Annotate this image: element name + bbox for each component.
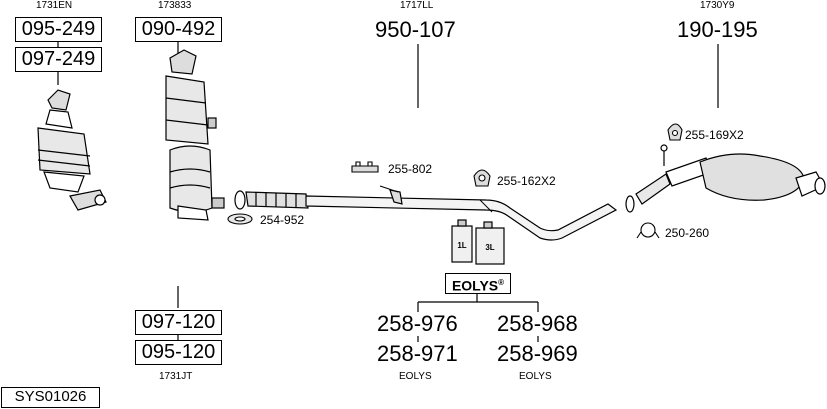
eolys-caption: EOLYS xyxy=(399,371,432,382)
gasket-illustration[interactable] xyxy=(227,213,253,225)
part-number-link[interactable]: 190-195 xyxy=(677,17,758,42)
fitting-label[interactable]: 250-260 xyxy=(665,226,710,240)
group-code-173833: 173833 xyxy=(158,0,192,11)
eolys-caption: EOLYS xyxy=(519,371,552,382)
fitting-label[interactable]: 255-162X2 xyxy=(497,174,556,188)
catalytic-converter-1-illustration[interactable] xyxy=(37,89,107,211)
rear-silencer-illustration[interactable] xyxy=(635,144,826,205)
rubber-mount-illustration[interactable] xyxy=(473,169,491,187)
fitting-label[interactable]: 254-952 xyxy=(260,213,305,227)
part-number-link[interactable]: 950-107 xyxy=(375,17,456,42)
connector-lines xyxy=(57,40,719,342)
part-number-link[interactable]: 258-971 xyxy=(377,341,458,366)
group-code-1731JT: 1731JT xyxy=(159,371,193,382)
group-code-1731EN: 1731EN xyxy=(36,0,73,11)
part-number-link[interactable]: 258-976 xyxy=(377,311,458,336)
part-number-link[interactable]: 258-968 xyxy=(497,311,578,336)
particulate-filter-illustration[interactable] xyxy=(169,145,225,221)
part-number-link[interactable]: 258-969 xyxy=(497,341,578,366)
fitting-label[interactable]: 255-802 xyxy=(388,162,433,176)
eolys-label-box[interactable]: EOLYS® xyxy=(445,273,511,294)
group-code-1730Y9: 1730Y9 xyxy=(700,0,735,11)
group-code-1717LL: 1717LL xyxy=(400,0,434,11)
part-number-button[interactable]: 095-249 xyxy=(15,17,102,42)
system-id: SYS01026 xyxy=(1,387,100,408)
fitting-label[interactable]: 255-169X2 xyxy=(685,128,744,142)
intermediate-pipe-illustration[interactable] xyxy=(234,189,635,241)
part-number-button[interactable]: 097-249 xyxy=(15,47,102,72)
part-number-button[interactable]: 090-492 xyxy=(135,17,222,42)
eolys-bottles-illustration[interactable]: 1L 3L xyxy=(451,219,505,265)
catalytic-converter-2-illustration[interactable] xyxy=(165,49,217,145)
part-number-button[interactable]: 095-120 xyxy=(135,340,222,365)
part-number-button[interactable]: 097-120 xyxy=(135,310,222,335)
eolys-label: EOLYS xyxy=(451,277,499,294)
fitting-leader-lines xyxy=(379,185,493,213)
clamp-illustration[interactable] xyxy=(636,222,660,239)
registered-mark: ® xyxy=(498,278,505,287)
bottle-small-label: 1L xyxy=(457,241,466,250)
bottle-large-label: 3L xyxy=(485,243,494,252)
bracket-illustration[interactable] xyxy=(351,161,379,173)
rubber-mount-rear-illustration[interactable] xyxy=(667,123,683,141)
